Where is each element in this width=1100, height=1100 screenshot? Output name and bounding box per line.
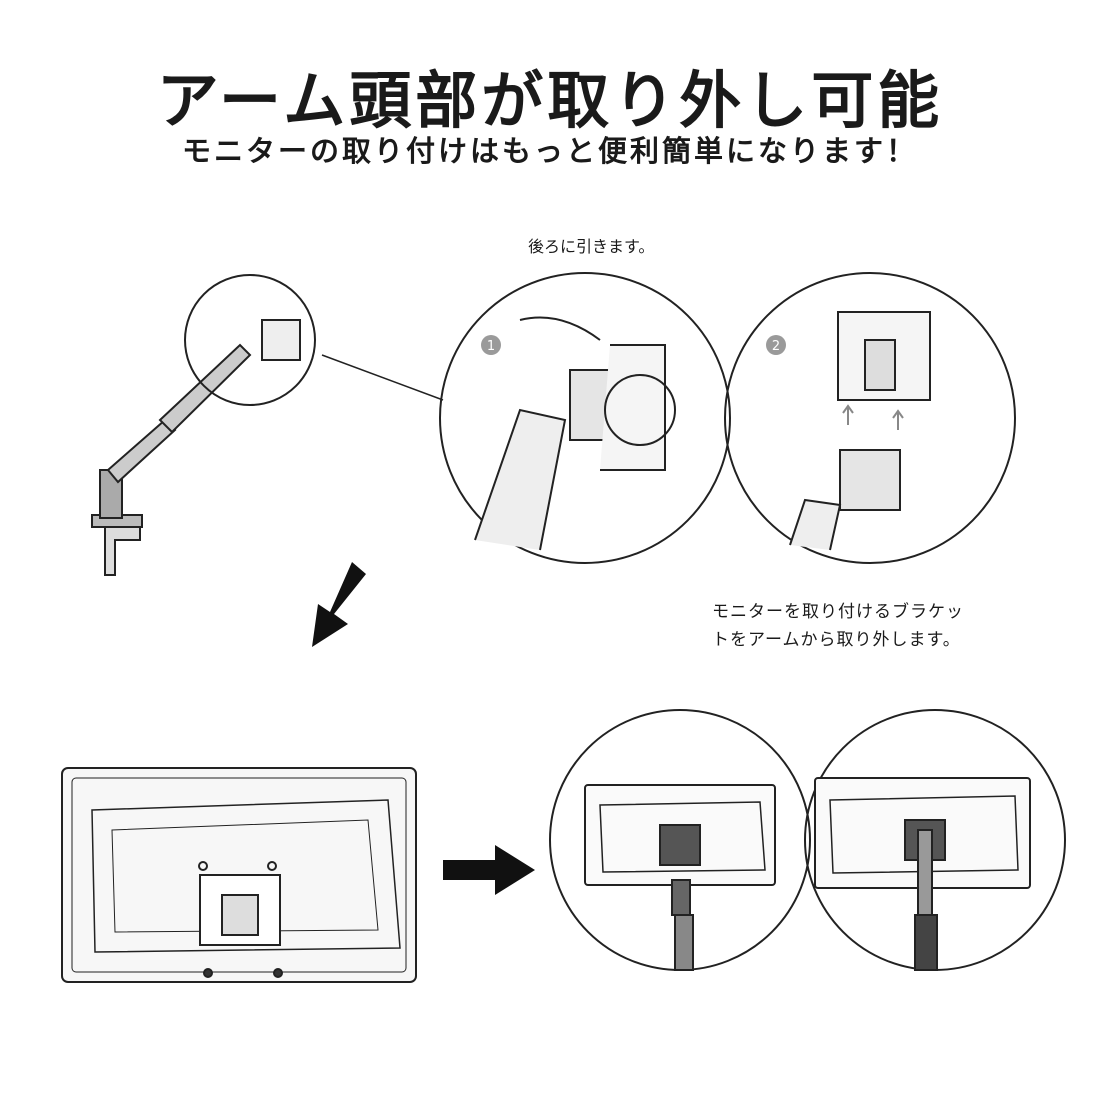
step1-badge <box>481 335 501 355</box>
step2-badge <box>766 335 786 355</box>
zoom-circle-arm-head <box>184 274 316 406</box>
step2-caption-line2: トをアームから取り外します。 <box>712 630 961 650</box>
attach-step1-illustration <box>584 784 776 971</box>
page-subtitle: モニターの取り付けはもっと便利簡単になります！ <box>181 134 918 168</box>
step1-circle <box>439 272 731 564</box>
attach-step2-illustration <box>814 777 1031 971</box>
step2-circle <box>724 272 1016 564</box>
step2-caption-line1: モニターを取り付けるブラケッ <box>712 602 964 622</box>
step1-badge-label: 1 <box>487 339 495 354</box>
monitor-back-illustration <box>61 767 417 983</box>
monitor-arm-illustration <box>91 343 252 576</box>
step2-illustration <box>789 311 931 551</box>
page-title: アーム頭部が取り外し可能 <box>156 64 944 137</box>
arrow-down-left-icon <box>312 562 366 647</box>
step1-caption: 後ろに引きます。 <box>528 237 655 256</box>
step2-caption: モニターを取り付けるブラケッ トをアームから取り外します。 <box>712 598 964 654</box>
arrow-right-icon <box>443 845 535 895</box>
step2-badge-label: 2 <box>772 339 780 354</box>
step1-illustration <box>474 316 676 551</box>
vesa-plate <box>261 319 301 361</box>
callout-line <box>321 354 444 401</box>
